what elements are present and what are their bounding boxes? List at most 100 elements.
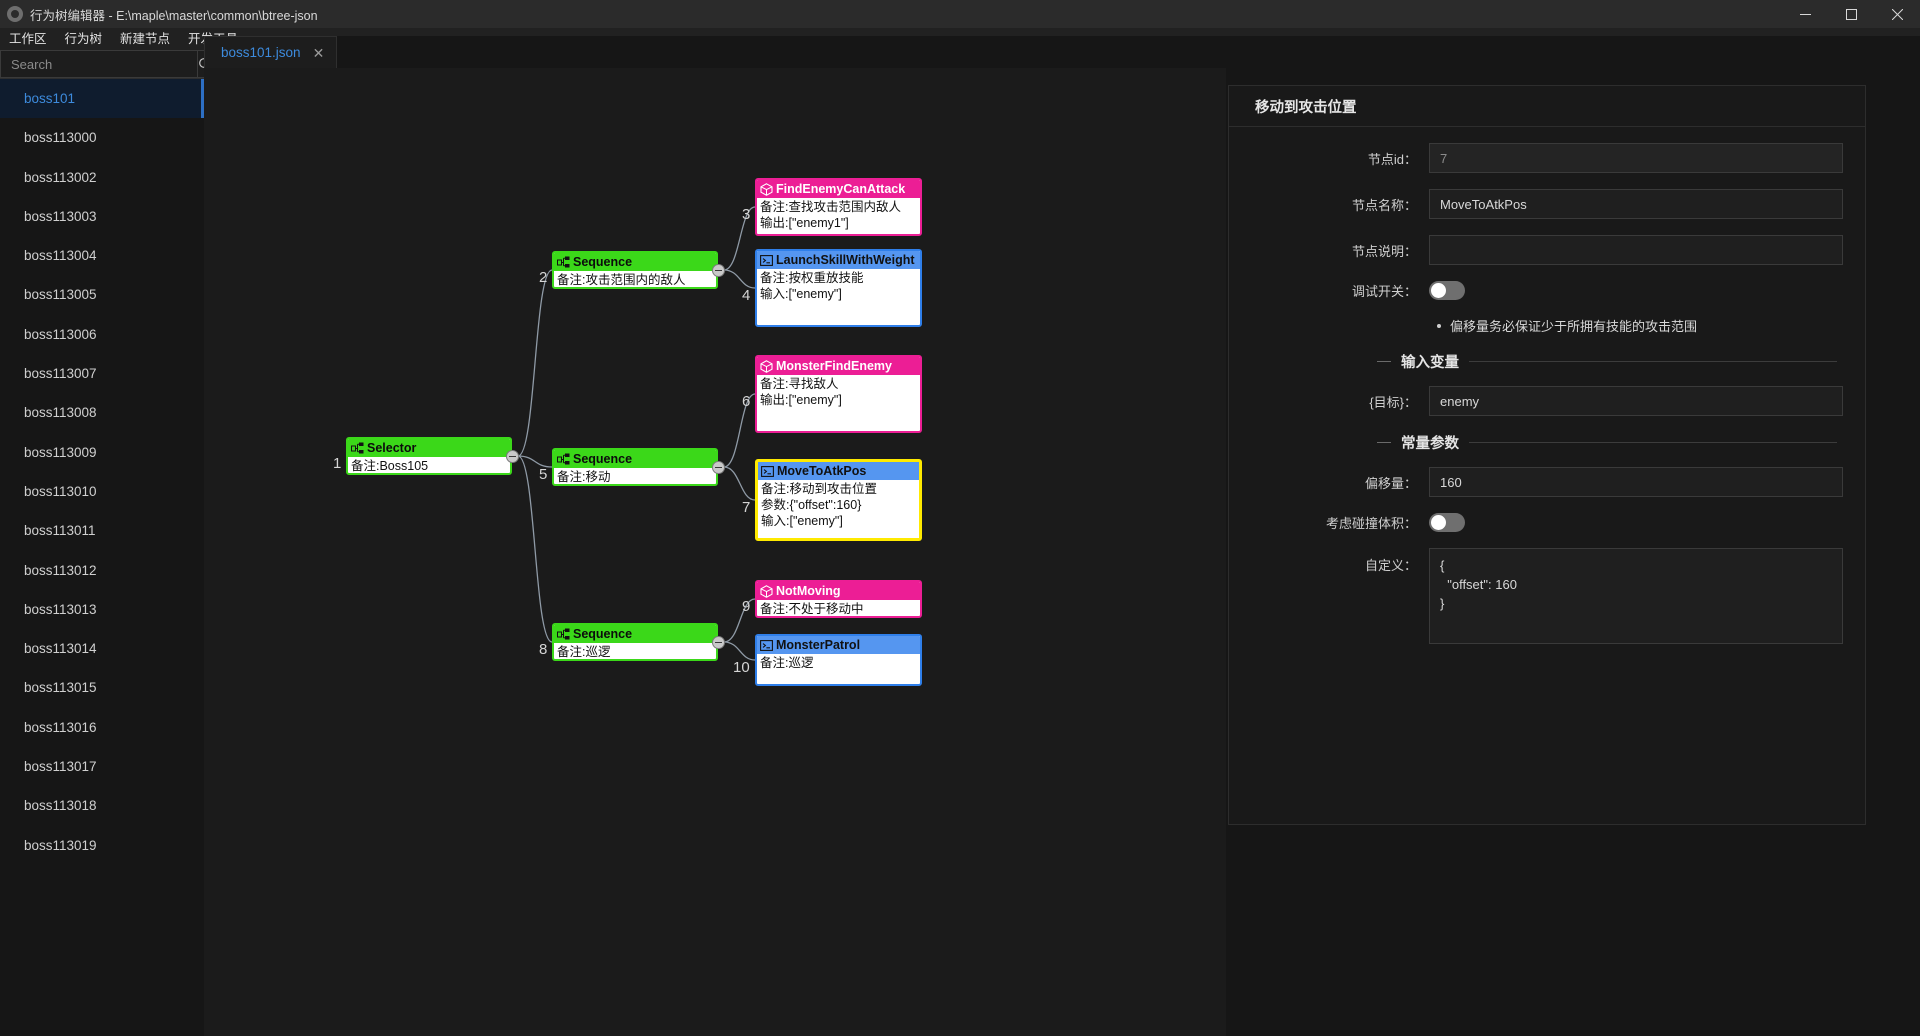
condition-hexagon-icon bbox=[760, 182, 773, 196]
sidebar-item-boss113019[interactable]: boss113019 bbox=[24, 837, 97, 853]
node-desc-label: 节点说明： bbox=[1351, 243, 1417, 259]
node-body: 备注:巡逻 bbox=[757, 654, 920, 674]
menu-item-behaviour-tree[interactable]: 行为树 bbox=[64, 32, 103, 46]
tab-boss101-json[interactable]: boss101.json ✕ bbox=[204, 36, 338, 68]
field-offset: 偏移量： bbox=[1229, 467, 1843, 497]
custom-textarea[interactable]: { "offset": 160 } bbox=[1429, 548, 1843, 644]
collision-toggle[interactable] bbox=[1429, 513, 1465, 532]
sidebar-item-boss113016[interactable]: boss113016 bbox=[24, 719, 97, 735]
node-desc-input[interactable] bbox=[1429, 235, 1843, 265]
debug-switch-toggle[interactable] bbox=[1429, 281, 1465, 300]
node-line: 输出:["enemy1"] bbox=[760, 216, 849, 230]
sidebar-item-boss113018[interactable]: boss113018 bbox=[24, 798, 97, 814]
node-line: 备注:按权重放技能 bbox=[760, 271, 864, 285]
section-input-title: 输入变量 bbox=[1401, 355, 1459, 371]
action-terminal-icon bbox=[761, 465, 774, 478]
node-id-label: 节点id： bbox=[1367, 151, 1417, 167]
node-title: MonsterFindEnemy bbox=[776, 359, 892, 373]
minimize-button[interactable] bbox=[1782, 0, 1828, 28]
search-icon[interactable] bbox=[197, 50, 204, 78]
action-terminal-icon bbox=[760, 639, 773, 652]
tree-composite-icon bbox=[557, 628, 570, 641]
sidebar-item-boss113008[interactable]: boss113008 bbox=[24, 405, 97, 421]
collapse-handle-icon[interactable] bbox=[712, 636, 725, 649]
sidebar-item-boss113000[interactable]: boss113000 bbox=[24, 130, 97, 146]
menu-item-workspace[interactable]: 工作区 bbox=[9, 32, 47, 46]
sidebar-item-boss113002[interactable]: boss113002 bbox=[24, 169, 97, 185]
collapse-handle-icon[interactable] bbox=[712, 461, 725, 474]
offset-input[interactable] bbox=[1429, 467, 1843, 497]
node-title: Selector bbox=[367, 441, 417, 455]
sidebar-item-boss113005[interactable]: boss113005 bbox=[24, 287, 97, 303]
node-body: 备注:按权重放技能输入:["enemy"] bbox=[757, 269, 920, 305]
menu-item-new-node[interactable]: 新建节点 bbox=[120, 32, 171, 46]
node-line: 输入:["enemy"] bbox=[761, 514, 843, 528]
search-row bbox=[0, 50, 204, 79]
sidebar-item-boss113011[interactable]: boss113011 bbox=[24, 523, 96, 539]
panel-note: 偏移量务必保证少于所拥有技能的攻击范围 bbox=[1229, 316, 1843, 335]
sidebar-item-boss113010[interactable]: boss113010 bbox=[24, 483, 97, 499]
node-title: MoveToAtkPos bbox=[777, 464, 867, 478]
sidebar: boss101 boss113000 boss113002 boss113003 bos… bbox=[0, 50, 204, 1036]
target-input[interactable] bbox=[1429, 386, 1843, 416]
node-title: Sequence bbox=[573, 627, 633, 641]
sidebar-item-boss113003[interactable]: boss113003 bbox=[24, 208, 97, 224]
node-index-label: 3 bbox=[742, 206, 751, 223]
tree-node-Sequence[interactable]: Sequence 备注:巡逻 bbox=[552, 623, 718, 661]
sidebar-item-boss113006[interactable]: boss113006 bbox=[24, 326, 97, 342]
sidebar-item-boss113004[interactable]: boss113004 bbox=[24, 248, 97, 264]
node-body: 备注:移动 bbox=[554, 468, 716, 484]
collapse-handle-icon[interactable] bbox=[506, 450, 519, 463]
node-name-input[interactable] bbox=[1429, 189, 1843, 219]
bullet-icon bbox=[1437, 323, 1441, 328]
node-line: 备注:巡逻 bbox=[760, 656, 814, 670]
node-header: LaunchSkillWithWeight bbox=[757, 251, 920, 269]
node-body: 备注:寻找敌人输出:["enemy"] bbox=[757, 375, 920, 411]
tree-node-Selector[interactable]: Selector 备注:Boss105 bbox=[346, 437, 512, 475]
node-line: 备注:Boss105 bbox=[351, 459, 429, 473]
field-collision: 考虑碰撞体积： bbox=[1229, 513, 1843, 532]
node-name-label: 节点名称： bbox=[1351, 197, 1417, 213]
field-debug-switch: 调试开关： bbox=[1229, 281, 1843, 300]
sidebar-item-boss113017[interactable]: boss113017 bbox=[24, 759, 97, 775]
tree-edges bbox=[517, 206, 756, 661]
sidebar-item-boss113012[interactable]: boss113012 bbox=[24, 562, 97, 578]
sidebar-item-boss113015[interactable]: boss113015 bbox=[24, 680, 97, 696]
search-input[interactable] bbox=[0, 50, 197, 78]
node-line: 输出:["enemy"] bbox=[760, 393, 842, 407]
tab-close-icon[interactable]: ✕ bbox=[312, 44, 325, 61]
sidebar-item-boss113013[interactable]: boss113013 bbox=[24, 601, 97, 617]
condition-hexagon-icon bbox=[760, 584, 773, 598]
node-title: MonsterPatrol bbox=[776, 638, 861, 652]
section-const-params: 常量参数 bbox=[1229, 432, 1843, 453]
app-gear-icon bbox=[7, 6, 23, 22]
close-button[interactable] bbox=[1874, 0, 1920, 28]
node-line: 备注:巡逻 bbox=[557, 645, 611, 659]
sidebar-item-boss113014[interactable]: boss113014 bbox=[24, 641, 97, 657]
tree-composite-icon bbox=[557, 453, 570, 466]
node-header: FindEnemyCanAttack bbox=[757, 180, 920, 198]
offset-label: 偏移量： bbox=[1364, 475, 1417, 491]
section-divider bbox=[1469, 442, 1837, 443]
tree-node-MonsterFindEnemy[interactable]: MonsterFindEnemy 备注:寻找敌人输出:["enemy"] bbox=[755, 355, 922, 433]
panel-title: 移动到攻击位置 bbox=[1229, 86, 1865, 127]
maximize-button[interactable] bbox=[1828, 0, 1874, 28]
sidebar-item-boss113009[interactable]: boss113009 bbox=[24, 444, 97, 460]
tree-node-MonsterPatrol[interactable]: MonsterPatrol 备注:巡逻 bbox=[755, 634, 922, 686]
node-title: FindEnemyCanAttack bbox=[776, 182, 906, 196]
collision-label: 考虑碰撞体积： bbox=[1325, 516, 1417, 531]
sidebar-item-boss101[interactable]: boss101 bbox=[0, 79, 204, 119]
sidebar-item-boss113007[interactable]: boss113007 bbox=[24, 366, 97, 382]
node-header: Sequence bbox=[554, 450, 716, 468]
node-index-label: 5 bbox=[539, 466, 548, 483]
target-label: {目标}： bbox=[1369, 394, 1417, 410]
tree-composite-icon bbox=[557, 256, 570, 269]
collapse-handle-icon[interactable] bbox=[712, 264, 725, 277]
